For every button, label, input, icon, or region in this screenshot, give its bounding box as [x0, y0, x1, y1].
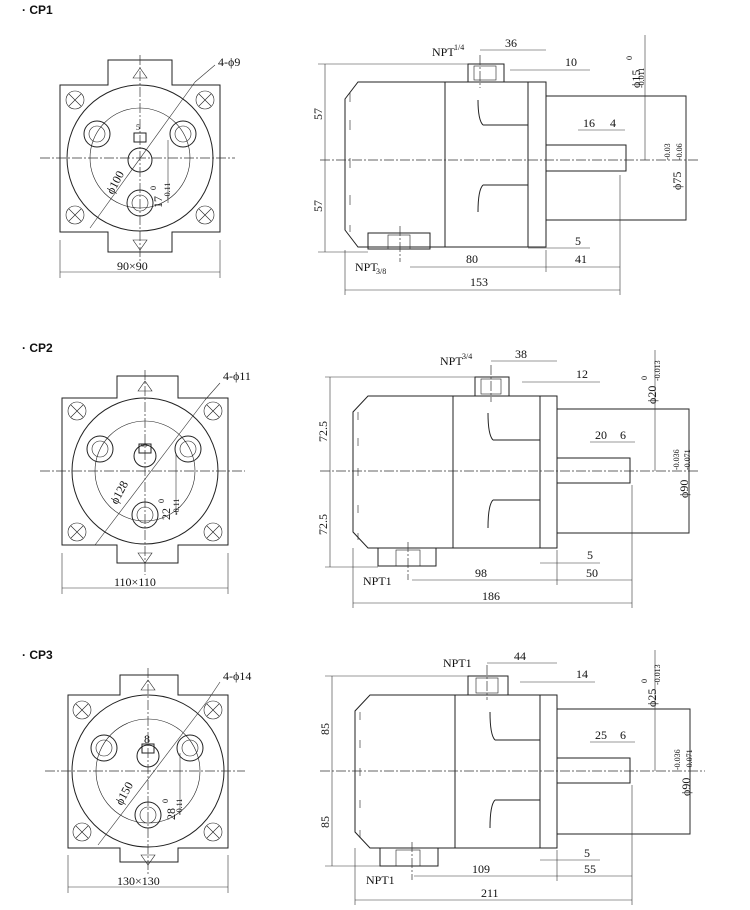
cp1-holes-label: 4-ϕ9: [218, 55, 240, 69]
section-title-cp3: · CP3: [22, 648, 53, 662]
cp2-dim-6: 6: [620, 428, 626, 442]
cp2-pilot-tol-hi: -0.036: [672, 449, 681, 470]
cp3-holes-label: 4-ϕ14: [223, 669, 251, 683]
cp3-pilot-dia: ϕ90: [679, 778, 693, 796]
cp1-dim-153: 153: [470, 275, 488, 289]
cp2-dim-38: 38: [515, 347, 527, 361]
cp1-dim-16: 16: [583, 116, 595, 130]
cp2-flange-size: 110×110: [114, 575, 156, 589]
cp1-shaft-tol-hi: 0: [625, 56, 634, 60]
cp1-height-lower: 57: [311, 200, 325, 212]
cp2-key-height-tol-hi: 0: [157, 499, 166, 503]
cp3-side-view: 85 85 NPT1 44 14 25 6 ϕ25 0 -0.013 ϕ90 -…: [318, 649, 705, 905]
cp2-npt-bot-prefix: NPT1: [363, 574, 392, 588]
cp1-key-height: 17: [151, 196, 165, 208]
cp3-front-view: 4-ϕ14 ϕ150 8 28 -0.11 0 130×130: [45, 668, 251, 893]
cp2-height-lower: 72.5: [316, 514, 330, 535]
cp2-dim-12: 12: [576, 367, 588, 381]
cp2-shaft-tol-hi: 0: [640, 376, 649, 380]
cp3-key-width: 8: [144, 732, 150, 746]
cp1-dim-5: 5: [575, 234, 581, 248]
cp2-pilot-tol-lo: -0.071: [683, 449, 692, 470]
cp3-dim-25: 25: [595, 728, 607, 742]
cp3-pilot-tol-hi: -0.036: [673, 749, 682, 770]
cp1-shaft-dia: ϕ15: [629, 70, 643, 88]
cp2-dim-5: 5: [587, 548, 593, 562]
cp1-key-height-tol-hi: 0: [149, 186, 158, 190]
cp3-dim-6: 6: [620, 728, 626, 742]
cp3-shaft-tol-lo: -0.013: [653, 664, 662, 685]
cp2-key-width: 5: [140, 443, 149, 447]
cp1-pilot-tol-hi: -0.03: [663, 143, 672, 160]
cp2-key-height-tol: -0.11: [172, 499, 181, 515]
cp2-pilot-dia: ϕ90: [677, 480, 691, 498]
cp2-height-upper: 72.5: [316, 421, 330, 442]
cp1-shaft-tol-lo: -0.011: [637, 68, 646, 88]
cp1-npt-top-prefix: NPT: [432, 45, 455, 59]
section-title-cp2: · CP2: [22, 341, 53, 355]
cp1-dim-4: 4: [610, 116, 616, 130]
cp3-key-height: 28: [164, 808, 178, 820]
cp3-key-height-tol: -0.11: [175, 799, 184, 815]
cp3-shaft-tol-hi: 0: [640, 679, 649, 683]
cp1-side-view: 57 57 NPT 1/4 36 10 16 4 ϕ15 0 -0.011 ϕ7…: [311, 35, 700, 295]
cp2-side-view: 72.5 72.5 NPT 3/4 38 12 20 6 ϕ20 0 -0.01…: [316, 347, 700, 608]
cp1-flange-size: 90×90: [117, 259, 148, 273]
cp2-holes-label: 4-ϕ11: [223, 369, 251, 383]
cp2-shaft-tol-lo: -0.013: [653, 360, 662, 381]
cp3-npt-bot-prefix: NPT1: [366, 873, 395, 887]
cp2-dim-186: 186: [482, 589, 500, 603]
cp3-dim-5: 5: [584, 846, 590, 860]
cp3-npt-top-prefix: NPT1: [443, 656, 472, 670]
cp2-dim-50: 50: [586, 566, 598, 580]
cp3-flange-size: 130×130: [117, 874, 160, 888]
cp3-key-height-tol-hi: 0: [161, 799, 170, 803]
section-title-cp1: · CP1: [22, 3, 53, 17]
cp1-dim-36: 36: [505, 36, 517, 50]
cp3-shaft-dia: ϕ25: [645, 689, 659, 707]
cp3-height-upper: 85: [318, 723, 332, 735]
cp3-bolt-circle: ϕ150: [112, 779, 136, 807]
cp2-npt-top-prefix: NPT: [440, 354, 463, 368]
cp1-height-upper: 57: [311, 108, 325, 120]
cp2-key-height: 22: [159, 508, 173, 520]
cp1-dim-10: 10: [565, 55, 577, 69]
cp1-key-height-tol: -0.11: [163, 183, 172, 199]
cp3-pilot-tol-lo: -0.071: [685, 749, 694, 770]
cp3-dim-14: 14: [576, 667, 588, 681]
cp1-pilot-tol-lo: -0.06: [675, 143, 684, 160]
cp2-npt-top-fraction: 3/4: [462, 352, 472, 361]
cp2-dim-98: 98: [475, 566, 487, 580]
cp3-dim-211: 211: [481, 886, 499, 900]
cp3-dim-44: 44: [514, 649, 526, 663]
cp1-dim-41: 41: [575, 252, 587, 266]
cp1-npt-top-fraction: 1/4: [454, 43, 464, 52]
cp1-bolt-circle: ϕ100: [103, 168, 127, 196]
cp1-pilot-dia: ϕ75: [670, 172, 684, 190]
cp1-npt-bot-prefix: NPT: [355, 260, 378, 274]
cp2-front-view: 4-ϕ11 ϕ128 5 22 -0.11 0 110×110: [40, 369, 251, 594]
cp1-npt-bot-fraction: 3/8: [376, 267, 386, 276]
cp1-front-view: 4-ϕ9 ϕ100 5 17 -0.11 0 90×90: [40, 55, 240, 278]
cp3-dim-55: 55: [584, 862, 596, 876]
cp2-dim-20: 20: [595, 428, 607, 442]
cp2-shaft-dia: ϕ20: [645, 386, 659, 404]
cp3-height-lower: 85: [318, 816, 332, 828]
cp3-dim-109: 109: [472, 862, 490, 876]
cp1-dim-80: 80: [466, 252, 478, 266]
cp1-key-width: 5: [136, 123, 140, 132]
